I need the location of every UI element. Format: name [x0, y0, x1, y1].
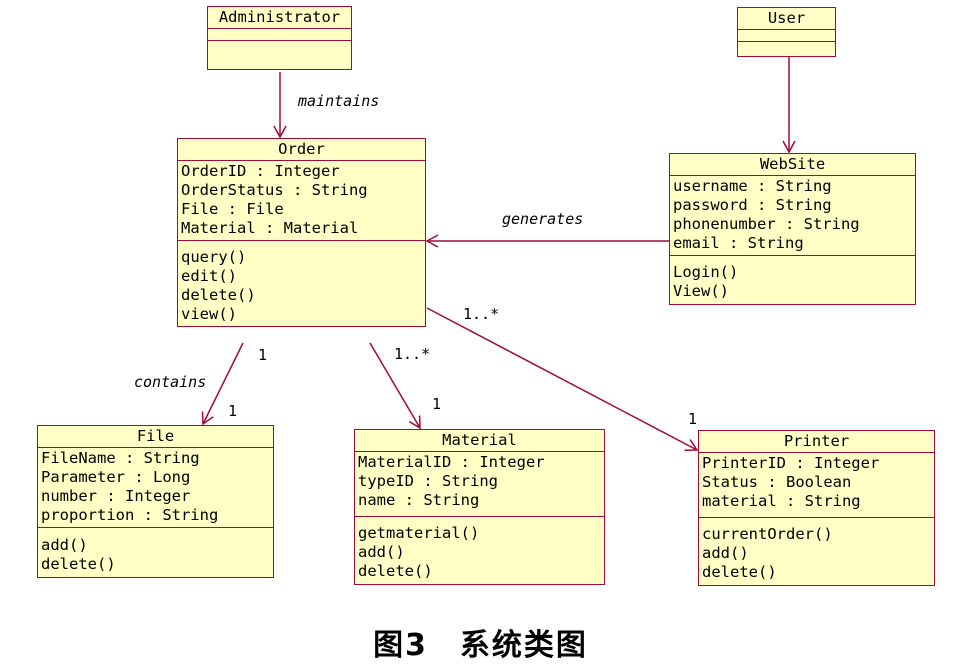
- class-order: Order OrderID : Integer OrderStatus : St…: [177, 138, 426, 327]
- mult-order-material-source: 1..*: [394, 345, 431, 363]
- attribute: PrinterID : Integer: [702, 454, 880, 472]
- attributes-section: username : String password : String phon…: [670, 176, 915, 256]
- methods-section: currentOrder() add() delete(): [699, 518, 934, 585]
- method: getmaterial(): [358, 524, 480, 542]
- class-name: User: [738, 8, 835, 30]
- attribute: MaterialID : Integer: [358, 453, 545, 471]
- class-name: Administrator: [208, 7, 351, 29]
- class-printer: Printer PrinterID : Integer Status : Boo…: [698, 430, 935, 586]
- attribute: username : String: [673, 177, 832, 195]
- label-generates: generates: [502, 210, 584, 228]
- class-name: Material: [355, 430, 604, 452]
- class-user: User: [737, 7, 836, 57]
- methods-section: query() edit() delete() view(): [178, 241, 425, 326]
- edge-order-printer: [426, 307, 699, 451]
- class-name: WebSite: [670, 154, 915, 176]
- methods-section: Login() View(): [670, 256, 915, 304]
- mult-order-file-target: 1: [228, 402, 238, 420]
- attributes-section: [208, 29, 351, 41]
- attribute: name : String: [358, 491, 480, 509]
- attribute: proportion : String: [41, 506, 219, 524]
- attributes-section: [738, 30, 835, 42]
- attribute: material : String: [702, 492, 861, 510]
- method: Login(): [673, 263, 739, 281]
- attribute: password : String: [673, 196, 832, 214]
- label-contains: contains: [134, 373, 207, 391]
- method: delete(): [702, 563, 777, 581]
- attribute: FileName : String: [41, 449, 200, 467]
- attributes-section: FileName : String Parameter : Long numbe…: [38, 448, 273, 528]
- method: delete(): [358, 562, 433, 580]
- attribute: OrderStatus : String: [181, 181, 368, 199]
- attribute: phonenumber : String: [673, 215, 860, 233]
- method: query(): [181, 248, 247, 266]
- edge-order-file: [201, 342, 244, 426]
- attribute: Material : Material: [181, 219, 359, 237]
- method: add(): [41, 536, 88, 554]
- method: delete(): [41, 555, 116, 573]
- method: view(): [181, 305, 237, 323]
- attribute: email : String: [673, 234, 804, 252]
- method: add(): [702, 544, 749, 562]
- methods-section: [738, 42, 835, 56]
- class-material: Material MaterialID : Integer typeID : S…: [354, 429, 605, 585]
- method: currentOrder(): [702, 525, 833, 543]
- attributes-section: PrinterID : Integer Status : Boolean mat…: [699, 453, 934, 518]
- attribute: OrderID : Integer: [181, 162, 340, 180]
- mult-order-material-target: 1: [432, 395, 442, 413]
- attribute: Parameter : Long: [41, 468, 191, 486]
- mult-order-file-source: 1: [258, 346, 268, 364]
- edge-order-material: [369, 342, 421, 430]
- attributes-section: MaterialID : Integer typeID : String nam…: [355, 452, 604, 517]
- method: delete(): [181, 286, 256, 304]
- attribute: File : File: [181, 200, 284, 218]
- label-maintains: maintains: [298, 92, 380, 110]
- attribute: typeID : String: [358, 472, 498, 490]
- methods-section: [208, 41, 351, 69]
- methods-section: add() delete(): [38, 528, 273, 577]
- class-file: File FileName : String Parameter : Long …: [37, 425, 274, 578]
- method: View(): [673, 282, 729, 300]
- class-name: Printer: [699, 431, 934, 453]
- method: edit(): [181, 267, 237, 285]
- method: add(): [358, 543, 405, 561]
- attributes-section: OrderID : Integer OrderStatus : String F…: [178, 161, 425, 241]
- class-website: WebSite username : String password : Str…: [669, 153, 916, 305]
- figure-caption: 图3 系统类图: [373, 628, 588, 663]
- mult-order-printer-target: 1: [688, 410, 698, 428]
- mult-order-printer-source: 1..*: [463, 305, 500, 323]
- methods-section: getmaterial() add() delete(): [355, 517, 604, 584]
- class-name: Order: [178, 139, 425, 161]
- attribute: number : Integer: [41, 487, 191, 505]
- attribute: Status : Boolean: [702, 473, 852, 491]
- class-name: File: [38, 426, 273, 448]
- class-administrator: Administrator: [207, 6, 352, 70]
